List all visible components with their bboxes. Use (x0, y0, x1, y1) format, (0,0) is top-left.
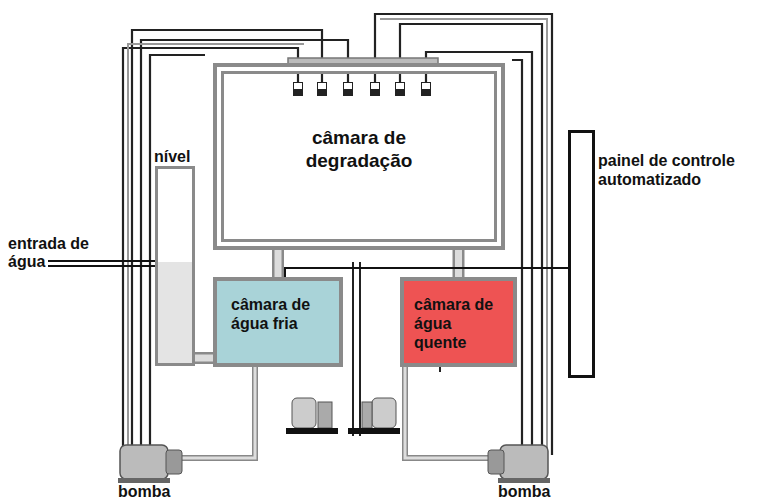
inlet-label: entrada de água (8, 235, 118, 272)
outlet-pipes-core (180, 365, 492, 458)
cold-water-chamber: câmara de água fria (213, 277, 343, 367)
chamber-label: painel de controle automatizado (598, 151, 768, 189)
control-panel: painel de controle automatizado (568, 130, 595, 378)
frame-lines (128, 19, 547, 455)
outlet-pipes (180, 365, 492, 458)
chamber-label: câmara de água quente (404, 281, 513, 353)
pump-label: bomba (118, 483, 188, 501)
water-pipe (458, 250, 459, 277)
chamber-label: nível (154, 147, 190, 166)
degradation-chamber: câmara de degradação (213, 63, 505, 250)
spray-nozzles (293, 82, 431, 96)
pump-right (488, 445, 550, 483)
nozzle-caps (294, 83, 430, 89)
feed-pipes (123, 14, 552, 455)
water-pipe (278, 250, 279, 277)
pump-left (118, 445, 182, 483)
level-tube: nível (155, 166, 195, 366)
chamber-label: câmara de degradação (217, 127, 501, 173)
pump-label: bomba (498, 483, 568, 501)
control-line (285, 268, 568, 277)
chamber-label: câmara de água fria (217, 281, 339, 333)
water-pipe (195, 358, 213, 359)
hot-water-chamber: câmara de água quente (400, 277, 517, 367)
heater-motor (286, 398, 400, 434)
